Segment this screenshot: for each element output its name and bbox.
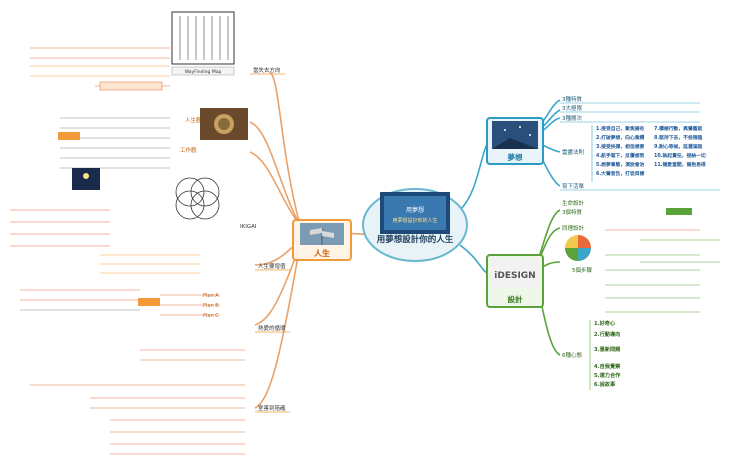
design-step-0: 1.好奇心	[594, 319, 616, 327]
left-branch-labels: 當失去方向 人生觀 工作觀 人生要增值 熱愛的循環 室害到陪確	[180, 66, 290, 413]
life-label: 人生	[314, 248, 330, 258]
dream-branch-labels: 3種特質 3大極限 3種層次 雲盡法則 寫下活單	[560, 95, 720, 191]
design-branch-2: 同理設計	[562, 224, 585, 232]
design-step-4: 5.運力合作	[594, 371, 621, 379]
left-small-boxes	[58, 81, 163, 306]
design-step-1: 2.行動導向	[594, 330, 620, 338]
ikigai-venn	[175, 177, 220, 220]
center-node[interactable]: 用夢想 用夢想設計你的人生 用夢想設計你的人生	[362, 188, 468, 262]
left-detail-rows	[10, 47, 245, 455]
dream-rule-5: 6.大聲宣告，打從目標	[596, 170, 645, 177]
design-steps: 1.好奇心 2.行動導向 3.重新問題 4.自我覺察 5.運力合作 6.說故事	[589, 319, 621, 390]
left-branch-5: 室害到陪確	[258, 404, 286, 412]
dream-rule-1: 2.打破夢想，向心乘積	[596, 134, 645, 141]
dream-rule-0: 1.接受自己，聚焦擁有	[596, 125, 645, 132]
dream-rule-3: 4.航手寫下，反覆想到	[596, 152, 645, 159]
left-branch-0: 當失去方向	[253, 66, 281, 74]
wayfinding-map: WayFinding Map	[171, 11, 235, 76]
left-branch-1: 人生觀	[185, 116, 202, 124]
svg-text:iDESIGN: iDESIGN	[494, 271, 535, 281]
design-step-2: 3.重新問題	[594, 345, 621, 353]
left-branch-2: 工作觀	[180, 146, 197, 154]
dream-branch-2: 3種層次	[562, 114, 582, 122]
left-branch-3: 人生要增值	[258, 262, 286, 270]
design-branch-labels: 生命設計 3個特質 同理設計 5個步驟 6種心態	[562, 199, 692, 359]
dream-rule-10: 11.擁愛當開，擁抱易得	[654, 161, 706, 168]
design-detail-rows	[605, 229, 720, 313]
design-step-5: 6.說故事	[594, 380, 616, 388]
dream-branch-4: 寫下活單	[562, 182, 585, 190]
center-title: 用夢想設計你的人生	[376, 234, 454, 245]
dream-rule-2: 3.接受抉擇，相信想要	[596, 143, 645, 150]
design-node[interactable]: iDESIGN 設計	[486, 254, 544, 308]
compass-photo	[200, 108, 248, 140]
design-branch-3: 5個步驟	[572, 266, 592, 274]
dream-branch-3: 雲盡法則	[562, 148, 585, 156]
plan-b: Plan B	[203, 303, 219, 309]
dream-label: 夢想	[508, 152, 523, 162]
plan-c: Plan C	[203, 313, 219, 319]
night-photo	[72, 168, 100, 190]
design-branch-0: 生命設計	[562, 199, 585, 207]
design-wheel	[565, 235, 591, 261]
dream-rules: 1.接受自己，聚焦擁有 2.打破夢想，向心乘積 3.接受抉擇，相信想要 4.航手…	[591, 125, 706, 182]
design-step-3: 4.自我覺察	[594, 362, 621, 370]
design-branch-4: 6種心態	[562, 351, 582, 359]
center-image-label: 用夢想	[406, 206, 424, 214]
dream-rule-8: 9.耐心等候，延遲滿無	[654, 143, 703, 150]
dream-rule-7: 8.堅持下去，不俗限臨	[654, 134, 703, 141]
dream-branch-0: 3種特質	[562, 95, 582, 103]
left-branch-4: 熱愛的循環	[258, 324, 286, 332]
dream-node[interactable]: 夢想	[486, 117, 544, 165]
life-node[interactable]: 人生	[292, 219, 352, 261]
plan-a: Plan A	[203, 293, 219, 299]
plan-labels: Plan A Plan B Plan C	[203, 293, 219, 319]
dream-rule-6: 7.積極行動，異聲蓄就	[654, 125, 703, 132]
design-label: 設計	[508, 294, 523, 304]
design-branch-1: 3個特質	[562, 208, 582, 216]
ikigai-label: IKIGAI	[240, 224, 257, 230]
dream-rule-4: 5.想夢事態，演說會治	[596, 161, 645, 168]
center-image-subtitle: 用夢想設計你的人生	[392, 217, 437, 224]
dream-rule-9: 10.執起責任，接納一切	[654, 152, 706, 159]
dream-branch-1: 3大極限	[562, 104, 582, 112]
wayfinding-label: WayFinding Map	[185, 69, 222, 75]
